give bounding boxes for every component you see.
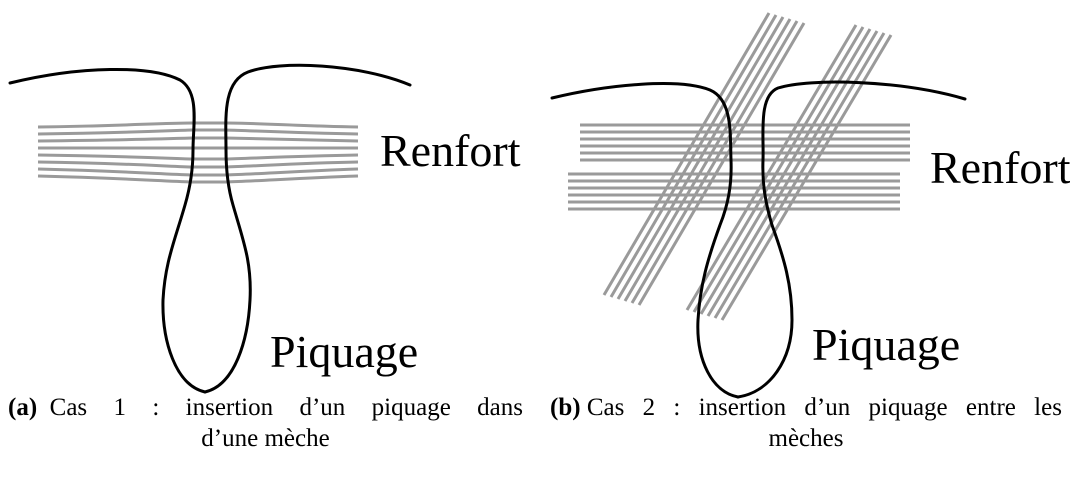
fiber-line	[602, 12, 771, 296]
panel-b-caption: (b) Cas 2 : insertion d’un piquage entre…	[550, 392, 1062, 454]
panel-a-stitch-thread	[8, 63, 412, 394]
caption-word: Cas	[49, 394, 88, 421]
panel-a-renfort-label: Renfort	[380, 125, 521, 176]
thread-left-arm	[550, 82, 740, 399]
caption-word: d’un	[299, 394, 346, 421]
fiber-line	[685, 24, 858, 311]
fiber-line	[37, 136, 359, 143]
caption-word: :	[152, 394, 160, 421]
panel-b-diagram: Renfort Piquage	[550, 12, 1070, 399]
fiber-line	[616, 16, 785, 300]
panel-b-diagonal-tow-left	[602, 12, 806, 306]
caption-word: 2	[642, 394, 656, 421]
caption-word: :	[673, 394, 681, 421]
caption-word: piquage	[371, 394, 451, 421]
panel-b-stitch-thread	[550, 80, 967, 399]
panel-a-diagram: Renfort Piquage	[8, 63, 521, 394]
caption-word: piquage	[868, 394, 948, 421]
caption-line-1: (b) Cas 2 : insertion d’un piquage entre…	[550, 392, 1062, 423]
thread-right-arm	[736, 80, 967, 399]
thread-left-arm	[8, 68, 207, 394]
fiber-line	[37, 128, 359, 136]
panel-b-horizontal-tow-lower	[568, 172, 900, 211]
fiber-line	[37, 121, 359, 129]
caption-word: dans	[477, 394, 523, 421]
caption-word: Cas	[586, 394, 625, 421]
fiber-line	[713, 32, 886, 319]
thread-right-arm	[203, 63, 412, 394]
panel-a-caption: (a) Cas 1 : insertion d’un piquage dans …	[8, 392, 523, 454]
panel-b-piquage-label: Piquage	[812, 319, 960, 370]
caption-line-2: mèches	[768, 425, 844, 452]
caption-word: les	[1034, 394, 1062, 421]
fiber-line	[630, 20, 799, 304]
panel-b-horizontal-tow-upper	[580, 123, 910, 162]
fiber-line	[37, 153, 359, 161]
caption-word: 1	[113, 394, 127, 421]
caption-line-2: d’une mèche	[201, 425, 330, 452]
fiber-line	[37, 174, 359, 184]
caption-word: entre	[965, 394, 1016, 421]
fiber-line	[692, 26, 865, 313]
fiber-line	[37, 167, 359, 177]
fiber-line	[623, 18, 792, 302]
fiber-line	[609, 14, 778, 298]
panel-a-reinforcement-tow	[37, 121, 359, 184]
caption-tag: (b)	[550, 394, 581, 421]
panel-b-renfort-label: Renfort	[930, 142, 1070, 193]
caption-lead: (b) Cas	[550, 392, 624, 423]
caption-word: insertion	[185, 394, 274, 421]
caption-word: d’un	[804, 394, 851, 421]
fiber-line	[637, 22, 806, 306]
panel-a-piquage-label: Piquage	[270, 326, 418, 377]
caption-word: insertion	[698, 394, 787, 421]
fiber-line	[699, 28, 872, 315]
caption-lead: (a) Cas	[8, 392, 87, 423]
caption-line-1: (a) Cas 1 : insertion d’un piquage dans	[8, 392, 523, 423]
fiber-line	[706, 30, 879, 317]
fiber-line	[37, 160, 359, 169]
caption-tag: (a)	[8, 394, 38, 421]
